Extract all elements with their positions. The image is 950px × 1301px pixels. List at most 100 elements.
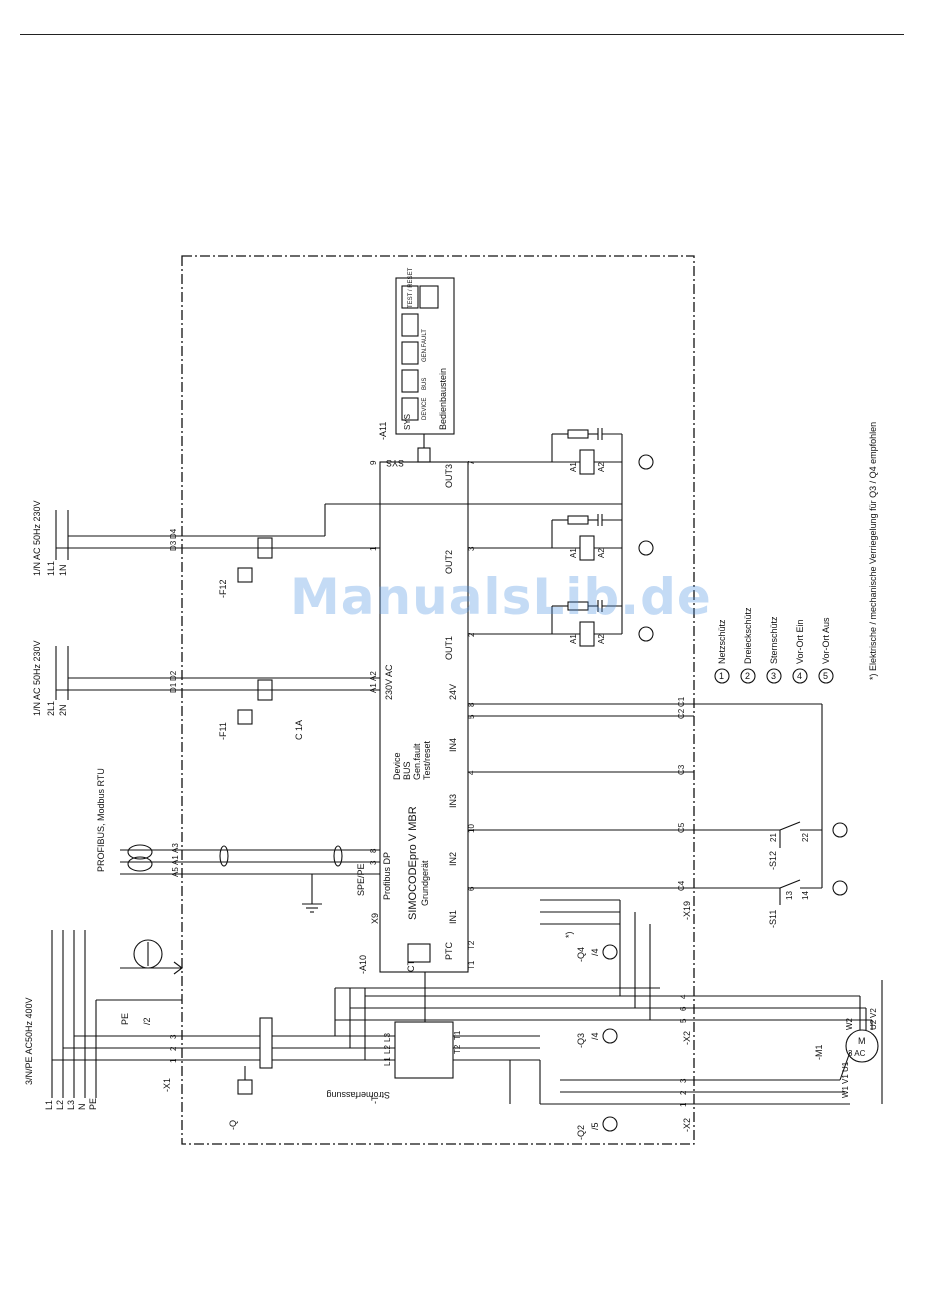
- profibus-label: PROFIBUS, Modbus RTU: [96, 768, 106, 872]
- q3-ref-label: /4: [590, 1032, 600, 1040]
- legend-text-4: Vor-Ort Ein: [795, 619, 805, 664]
- in-num-6: 6: [467, 886, 476, 891]
- x2-terminal-2: 2: [679, 1090, 688, 1095]
- out-common-9: 9: [369, 460, 378, 465]
- in2-label: IN2: [448, 852, 458, 866]
- dp-pin-8: 8: [369, 848, 378, 853]
- bus-a5: A5: [171, 867, 180, 877]
- panel-device-label: DEVICE: [422, 398, 428, 420]
- supply-1-l-label: 2L1: [46, 701, 56, 716]
- l-pin-l1: L1: [383, 1057, 392, 1066]
- legend-text-5: Vor-Ort Aus: [821, 617, 831, 664]
- out2-label: OUT2: [444, 550, 454, 574]
- s12-label: -S12: [768, 851, 778, 870]
- out3-label: OUT3: [444, 464, 454, 488]
- l-pin-l3: L3: [383, 1033, 392, 1042]
- legend-num-1: 1: [719, 671, 724, 681]
- x2-label-upper: -X2: [682, 1031, 692, 1045]
- legend-num-5: 5: [823, 671, 828, 681]
- q3-label: -Q3: [576, 1033, 586, 1048]
- cabinet-frame: [181, 255, 695, 1145]
- q2-ref-label: /5: [590, 1122, 600, 1130]
- out-num-3: 3: [467, 546, 476, 551]
- coil-a1-2: A1: [569, 548, 578, 558]
- x19-c3: C3: [677, 764, 686, 775]
- d3-label: D3: [169, 540, 178, 551]
- pe-ref-label: PE: [120, 1013, 130, 1025]
- supply-2-l-label: 1L1: [46, 561, 56, 576]
- switch-13: 13: [785, 891, 794, 900]
- a1-label: A1: [369, 683, 378, 693]
- in-num-4: 4: [467, 770, 476, 775]
- d1-label: D1: [169, 682, 178, 693]
- motor-m-label: M: [858, 1036, 866, 1046]
- l-pin-l2: L2: [383, 1045, 392, 1054]
- supply-1-label: 1/N AC 50Hz 230V: [32, 640, 42, 716]
- in-num-10: 10: [467, 824, 476, 833]
- fuse-f11: [257, 679, 273, 701]
- x19-c5: C5: [677, 822, 686, 833]
- profibus-dp-label: Profibus DP: [382, 852, 392, 900]
- coil-a2-1: A2: [597, 462, 606, 472]
- q4-ref-label: /4: [590, 948, 600, 956]
- out-num-7: 7: [467, 460, 476, 465]
- operator-panel: [395, 277, 455, 435]
- x2-label: -X2: [682, 1118, 692, 1132]
- x2-terminal-1: 1: [679, 1102, 688, 1107]
- bus-a3: A3: [171, 843, 180, 853]
- d2-label: D2: [169, 670, 178, 681]
- ct-label: CT: [406, 960, 416, 972]
- watermark: ManualsLib.de: [290, 568, 712, 626]
- x1-terminal-3: 3: [169, 1034, 178, 1039]
- panel-test-label: TEST / RESET: [408, 267, 414, 308]
- a2-label: A2: [369, 671, 378, 681]
- panel-sys-label: SYS: [403, 414, 412, 430]
- q4-label: -Q4: [576, 947, 586, 962]
- spe-pe-label: SPE/PE: [356, 863, 366, 896]
- breaker-q: [259, 1017, 273, 1069]
- supply-230-label: 230V AC: [384, 664, 394, 700]
- device-name-label: SIMOCODEpro V MBR: [407, 806, 419, 920]
- header-rule: [20, 34, 904, 35]
- legend-text-2: Dreieckschütz: [743, 607, 753, 664]
- in-num-5: 5: [467, 714, 476, 719]
- switch-22: 22: [801, 833, 810, 842]
- q2-label: -Q2: [576, 1125, 586, 1140]
- legend-num-4: 4: [797, 671, 802, 681]
- v24-label: 24V: [448, 684, 458, 700]
- phase-l1-label: L1: [44, 1100, 54, 1110]
- legend-text-3: Sternschütz: [769, 616, 779, 664]
- x1-terminal-1: 1: [169, 1058, 178, 1063]
- x2-terminal-6: 6: [679, 1006, 688, 1011]
- t-pin-t2: T2: [453, 1044, 462, 1054]
- stromerfassung-label: Stromerfassung: [326, 1090, 390, 1100]
- motor-u2: U2: [869, 1019, 878, 1030]
- star-mark: *): [564, 931, 574, 938]
- phase-l3-label: L3: [66, 1100, 76, 1110]
- led-test-label: Test/reset: [422, 740, 432, 780]
- panel-title: Bedienbaustein: [438, 368, 448, 430]
- in-num-8: 8: [467, 702, 476, 707]
- in3-label: IN3: [448, 794, 458, 808]
- x19-c4: C4: [677, 880, 686, 891]
- bus-a1: A1: [171, 855, 180, 865]
- grundgeraet-label: Grundgerät: [420, 860, 430, 906]
- x1-label: -X1: [162, 1078, 172, 1092]
- coil-a1-1: A1: [569, 462, 578, 472]
- s11-label: -S11: [768, 910, 778, 928]
- ref-2-label: /2: [142, 1017, 152, 1025]
- m1-label: -M1: [814, 1045, 824, 1061]
- legend-num-3: 3: [771, 671, 776, 681]
- led-gen-fault-label: Gen.fault: [412, 743, 422, 780]
- motor-w2: W2: [845, 1017, 854, 1030]
- d4-label: D4: [169, 528, 178, 539]
- footnote: *) Elektrische / mechanische Verriegelun…: [868, 422, 878, 680]
- motor-w1: W1: [841, 1085, 850, 1098]
- coil-a2-3: A2: [597, 634, 606, 644]
- panel-bus-label: BUS: [422, 378, 428, 390]
- x19-c1: C1: [677, 696, 686, 707]
- supply-main-label: 3/N/PE AC50Hz 400V: [24, 997, 34, 1085]
- motor-v1: V1: [841, 1074, 850, 1084]
- x19-label: -X19: [682, 901, 692, 920]
- out-common-1: 1: [369, 546, 378, 551]
